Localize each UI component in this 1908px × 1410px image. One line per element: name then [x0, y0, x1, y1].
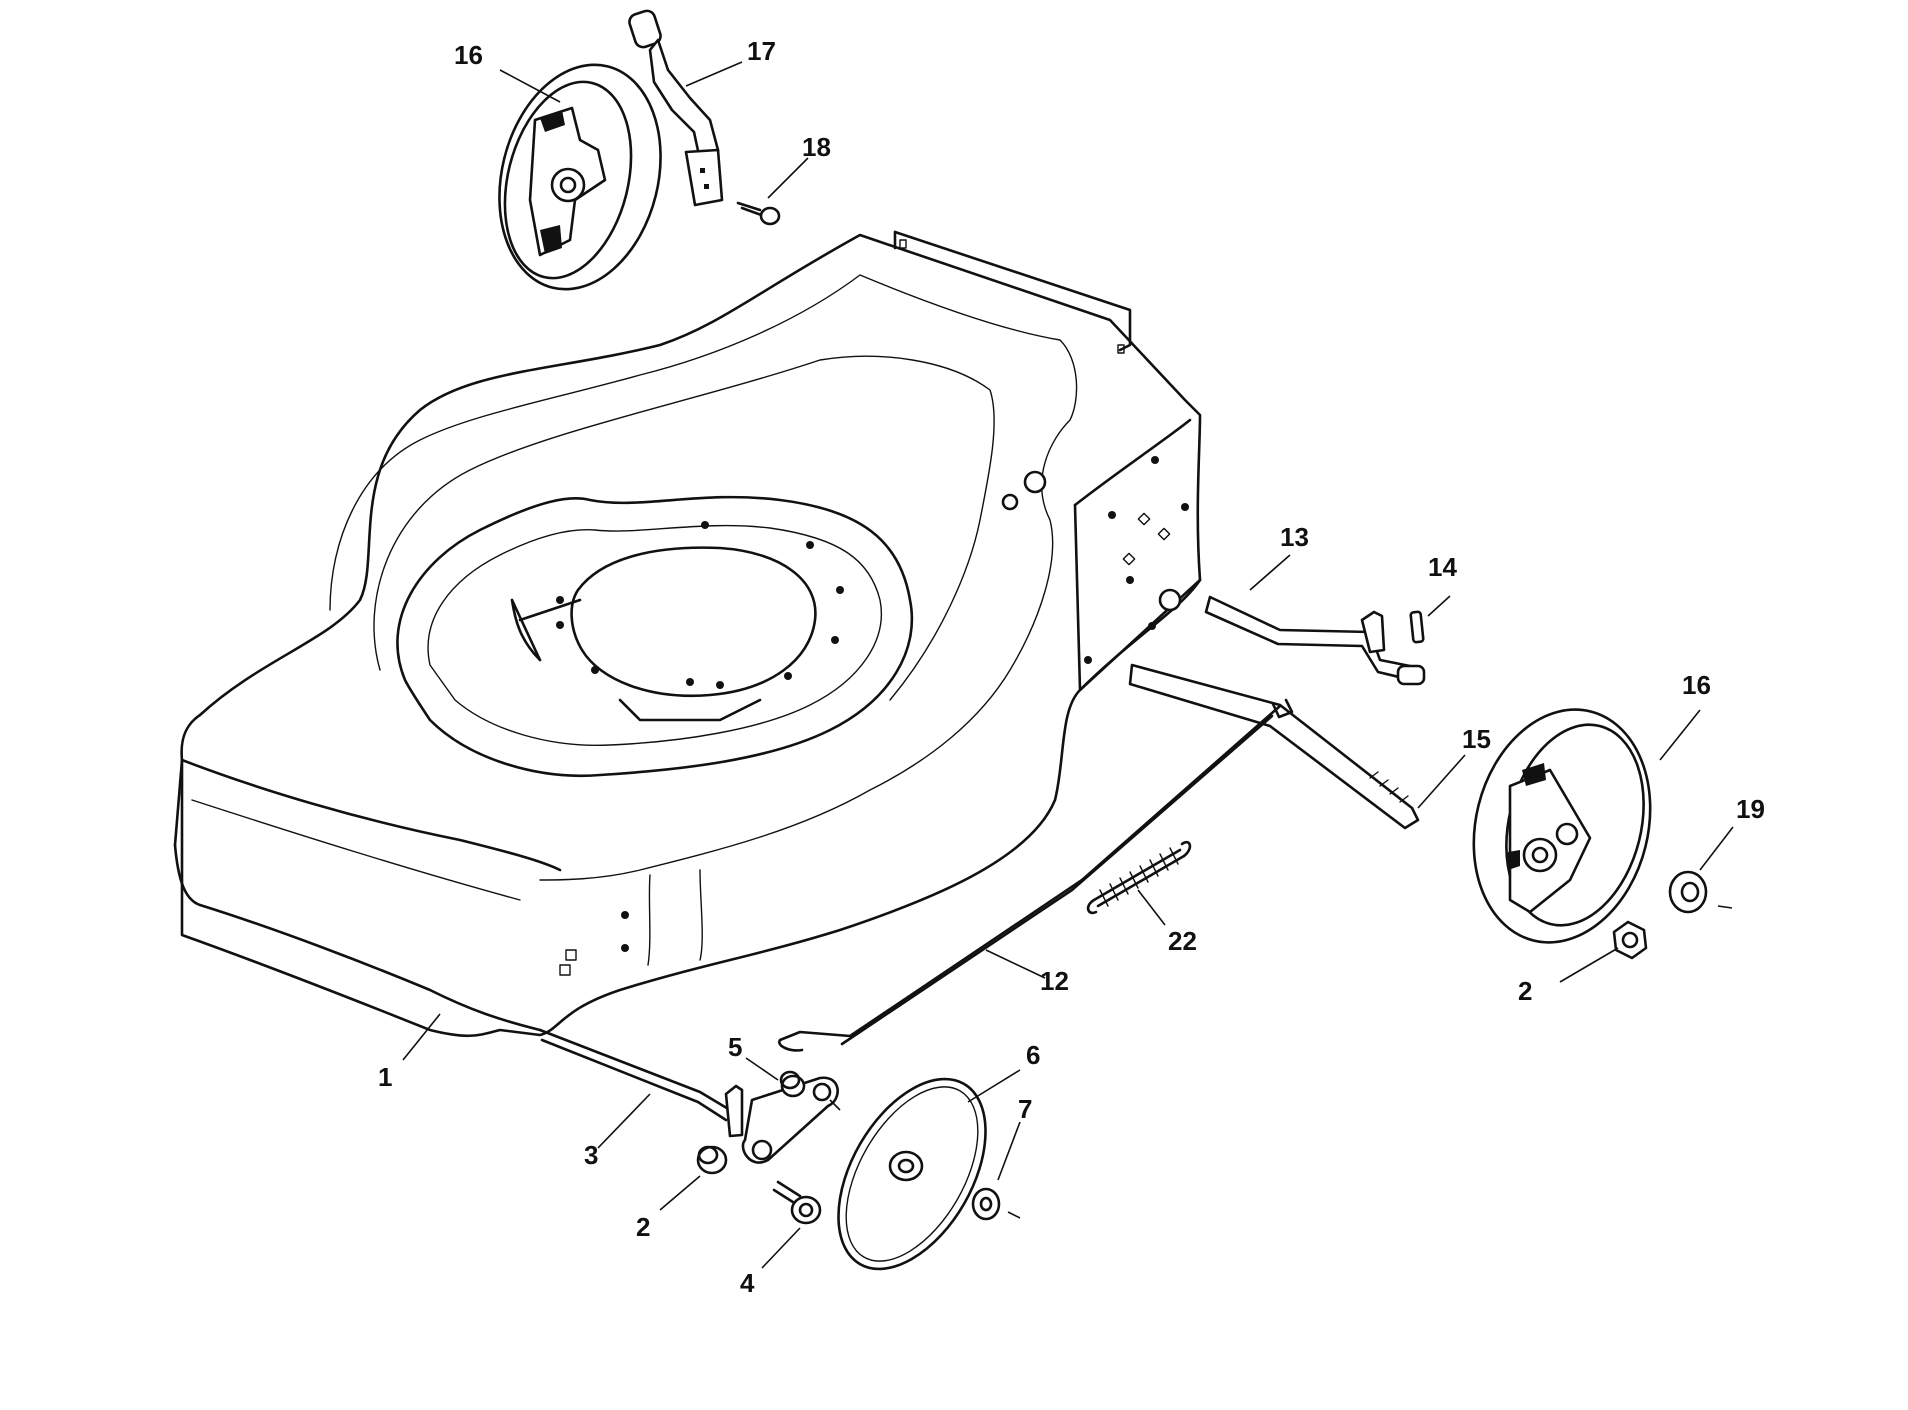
callout-6: 6 [1026, 1040, 1040, 1070]
mower-deck [173, 230, 1202, 1038]
callout-labels: 16 17 18 13 14 16 15 19 22 12 2 1 5 6 7 … [378, 36, 1765, 1298]
rear-wheel-cover-top [498, 63, 662, 291]
callout-15: 15 [1462, 724, 1491, 754]
wheel-cap-6 [837, 1077, 987, 1271]
rear-axle-13 [1204, 595, 1426, 686]
callout-4: 4 [740, 1268, 755, 1298]
height-adjust-bracket [628, 9, 724, 207]
front-rod-3 [538, 1028, 732, 1122]
callout-7: 7 [1018, 1094, 1032, 1124]
callout-5: 5 [728, 1032, 742, 1062]
callout-2-right: 2 [1518, 976, 1532, 1006]
callout-12: 12 [1040, 966, 1069, 996]
screw-18 [736, 201, 781, 226]
washer-7 [971, 1187, 1001, 1221]
nut-2-right [1612, 920, 1648, 960]
callout-1: 1 [378, 1062, 392, 1092]
adjust-plate [724, 1076, 839, 1164]
callout-14: 14 [1428, 552, 1457, 582]
pin-14 [1409, 610, 1425, 644]
spacer-19 [1668, 870, 1708, 914]
spring-22 [1086, 840, 1192, 915]
adjustment-rod-12 [778, 704, 1282, 1052]
bolt-4 [772, 1180, 822, 1225]
callout-2-front: 2 [636, 1212, 650, 1242]
callout-18: 18 [802, 132, 831, 162]
nut-5 [779, 1070, 806, 1098]
callout-17: 17 [747, 36, 776, 66]
callout-16-top: 16 [454, 40, 483, 70]
nut-2-front [696, 1145, 728, 1175]
wheel-cover-right [1472, 708, 1652, 944]
callout-16-right: 16 [1682, 670, 1711, 700]
leader-lines [402, 61, 1734, 1269]
callout-22: 22 [1168, 926, 1197, 956]
callout-3: 3 [584, 1140, 598, 1170]
callout-13: 13 [1280, 522, 1309, 552]
callout-19: 19 [1736, 794, 1765, 824]
